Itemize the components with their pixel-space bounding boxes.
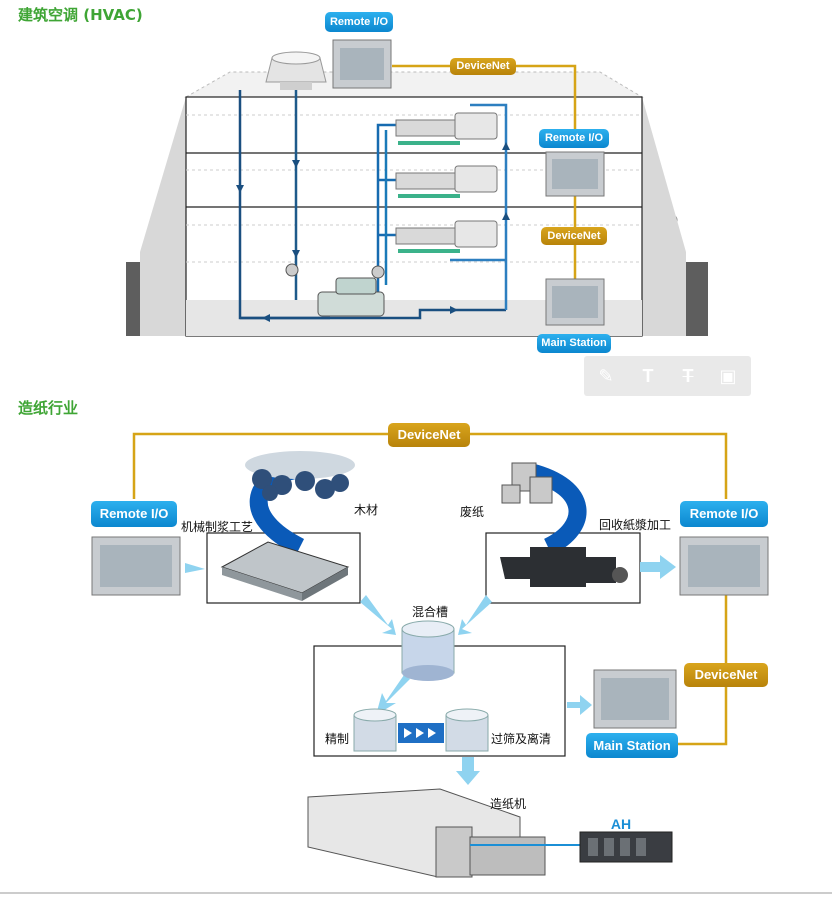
hvac-diagram [126,39,708,337]
hvac-remote-io-top-badge: Remote I/O [325,12,393,32]
hvac-remote-io-right-badge: Remote I/O [539,129,609,148]
wood-trees [245,451,355,501]
ah-controller [579,831,673,863]
paper-machine [307,788,590,878]
paper-remote-io-right-badge: Remote I/O [680,501,768,527]
pipe-arrows [236,142,510,322]
label-screen: 过筛及离清 [491,732,552,746]
paper-main-station-badge: Main Station [586,733,678,758]
transfer-arrows [398,723,444,743]
screen-tank [445,708,489,752]
building-right-wall [642,97,686,336]
refine-tank [353,708,397,752]
building-roof [184,71,644,98]
pulp-factory [220,541,350,601]
building-left-wall [140,97,186,336]
label-mixing: 混合槽 [412,605,449,619]
strikethrough-text-icon[interactable]: T [682,366,694,386]
ahu-floor-3 [395,112,498,145]
paper-section-title: 造纸行业 [18,399,79,417]
ah-label: AH [610,816,632,832]
pencil-icon[interactable]: ✎ [598,366,614,386]
text-icon[interactable]: T [642,366,654,386]
plc-cabinet-main-paper [593,669,677,729]
label-mech-pulp: 机械制浆工艺 [181,520,254,534]
label-paper-machine: 造纸机 [490,797,527,811]
ahu-floor-1 [395,220,498,253]
plc-cabinet-top [332,39,392,89]
flow-arrows [185,555,676,785]
paper-devicenet-right-badge: DeviceNet [684,663,768,687]
plc-cabinet-left [91,536,181,596]
ahu-floor-2 [395,165,498,198]
hvac-section-title: 建筑空调 (HVAC) [18,6,143,24]
crop-icon[interactable]: ▣ [719,366,737,386]
annotation-toolbar: ✎ T T ▣ [584,356,751,396]
cooling-tower [265,51,327,90]
hvac-devicenet-mid-badge: DeviceNet [541,227,607,245]
plc-cabinet-right-paper [679,536,769,596]
paper-devicenet-top-badge: DeviceNet [388,423,470,447]
label-waste-paper: 废纸 [460,505,485,519]
mixing-tank [401,620,455,681]
plc-cabinet-main [545,278,605,326]
chiller [285,263,385,317]
paper-remote-io-left-badge: Remote I/O [91,501,177,527]
recycle-machine [500,547,628,587]
hvac-devicenet-top-badge: DeviceNet [450,58,516,75]
hvac-main-station-badge: Main Station [537,334,611,353]
label-wood: 木材 [354,503,379,517]
label-refine: 精制 [325,732,350,746]
waste-paper-stacks [501,462,553,504]
plc-cabinet-right [545,151,605,197]
label-recycle: 回收紙漿加工 [599,518,672,532]
paper-diagram [0,432,832,894]
